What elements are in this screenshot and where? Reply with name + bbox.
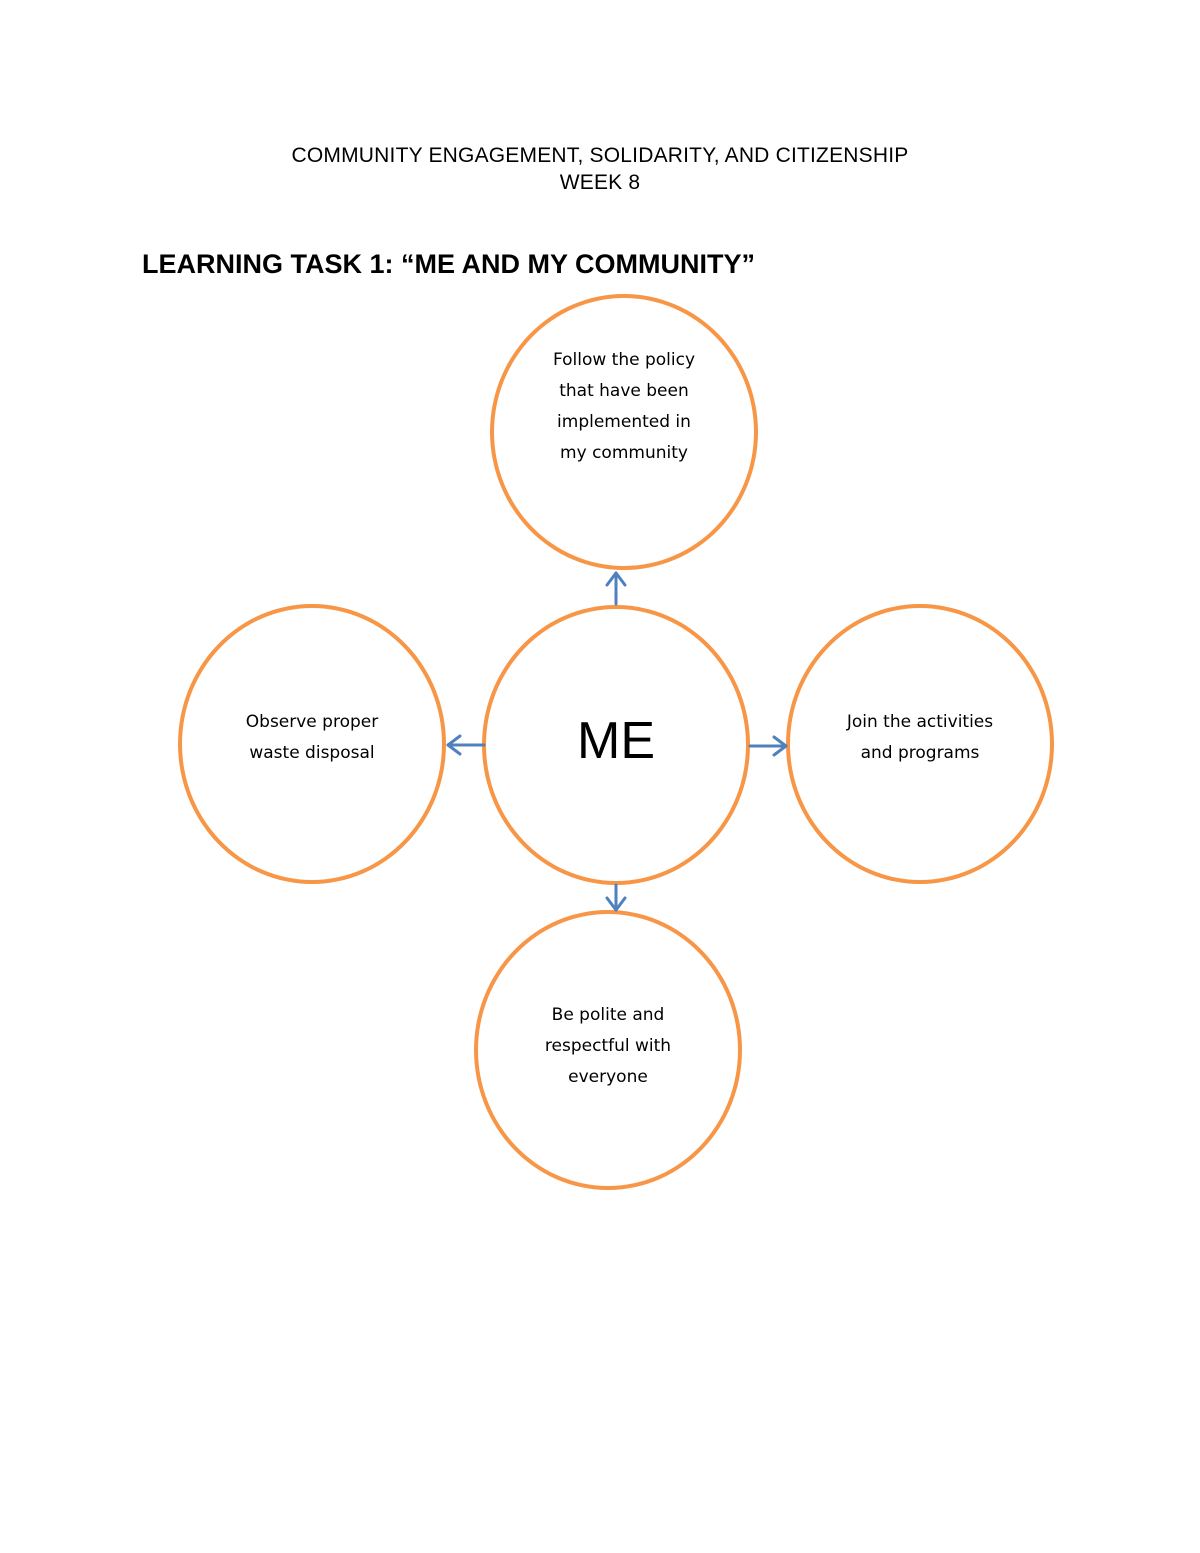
learning-task-title: LEARNING TASK 1: “ME AND MY COMMUNITY” [142, 249, 755, 279]
arrow-up [605, 571, 627, 606]
course-title: COMMUNITY ENGAGEMENT, SOLIDARITY, AND CI… [291, 144, 909, 167]
circle-left: Observe proper waste disposal [178, 604, 446, 884]
circle-center: ME [482, 605, 750, 885]
circle-right: Join the activities and programs [786, 604, 1054, 884]
arrow-right [748, 735, 788, 757]
arrow-down [605, 883, 627, 912]
arrow-left [446, 734, 486, 756]
circle-bottom: Be polite and respectful with everyone [474, 910, 742, 1190]
document-header: COMMUNITY ENGAGEMENT, SOLIDARITY, AND CI… [0, 142, 1200, 196]
circle-bottom-text: Be polite and respectful with everyone [544, 1004, 672, 1087]
circle-top-text: Follow the policy that have been impleme… [552, 350, 696, 463]
circle-top: Follow the policy that have been impleme… [490, 294, 758, 570]
week-label: WEEK 8 [559, 171, 641, 194]
circle-center-text: ME [577, 712, 655, 770]
circle-left-text: Observe proper waste disposal [245, 712, 379, 763]
circle-right-text: Join the activities and programs [846, 712, 994, 763]
